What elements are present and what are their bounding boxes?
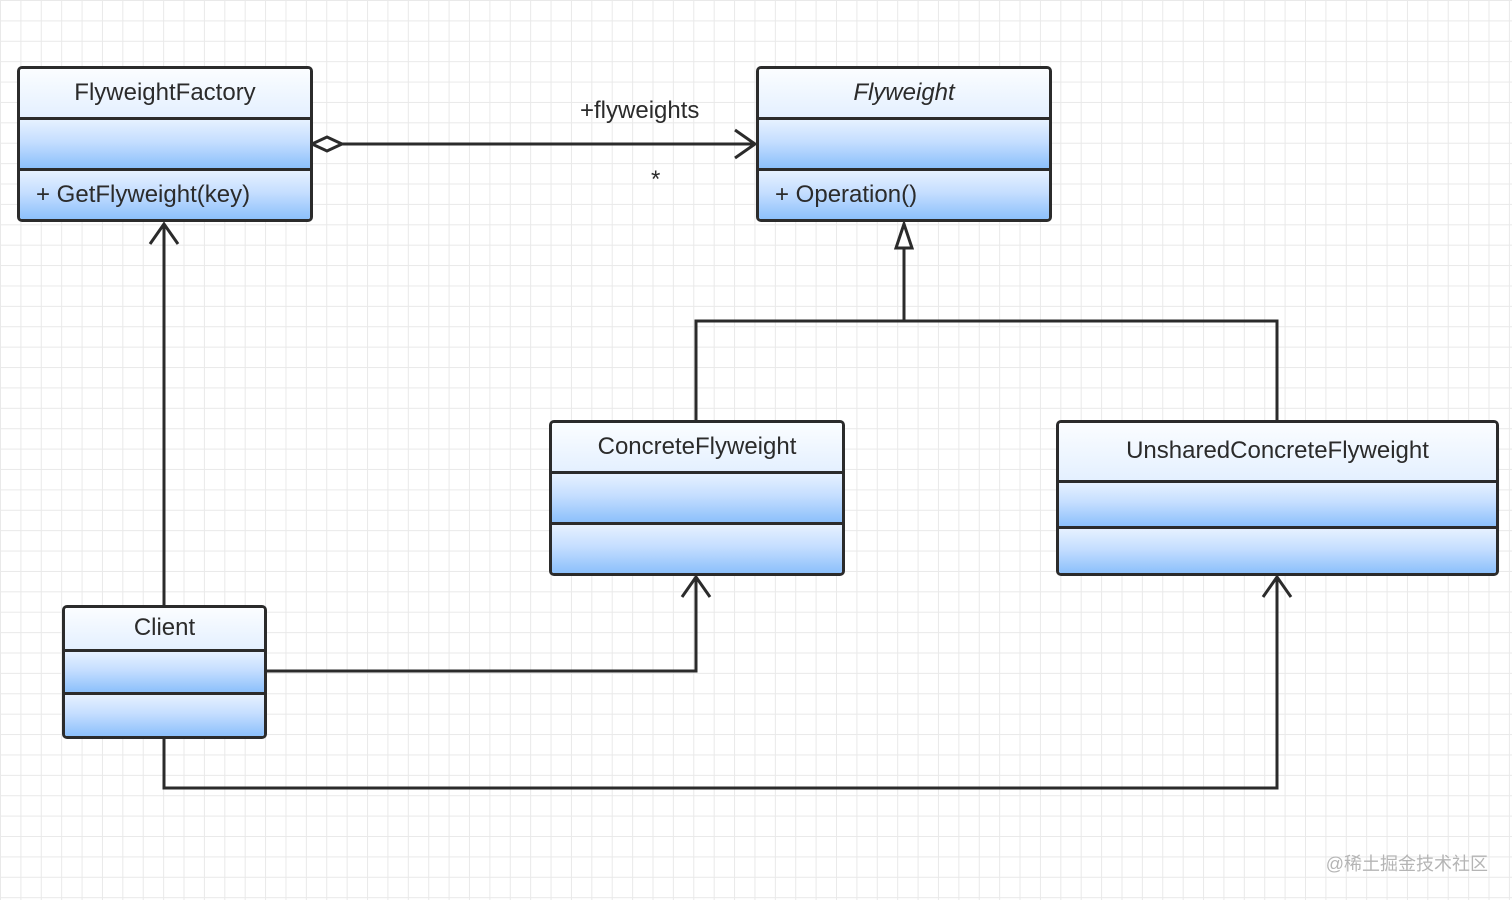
- association-multiplicity-label: *: [651, 166, 661, 193]
- attributes-section: [65, 648, 264, 693]
- class-concrete-flyweight[interactable]: ConcreteFlyweight: [549, 420, 845, 576]
- operations-section: [65, 692, 264, 736]
- aggregation-diamond: [308, 135, 346, 153]
- class-name: Client: [133, 614, 196, 642]
- client-unshared-line: [162, 577, 1279, 790]
- generalization-line: [694, 319, 1279, 420]
- class-name: Flyweight: [853, 79, 955, 106]
- client-concrete-arrowhead: [680, 574, 712, 598]
- class-name-section: ConcreteFlyweight: [552, 423, 842, 471]
- attributes-section: [552, 471, 842, 522]
- association-role-label: +flyweights: [580, 97, 700, 124]
- operations-section: [1059, 526, 1496, 573]
- class-flyweight-factory[interactable]: FlyweightFactory + GetFlyweight(key): [17, 66, 313, 222]
- class-name-section: Flyweight: [759, 69, 1049, 117]
- client-concrete-line: [266, 577, 698, 673]
- generalization-triangle: [893, 219, 915, 250]
- class-name-section: Client: [65, 608, 264, 649]
- aggregation-arrowhead: [734, 128, 758, 160]
- class-name-section: UnsharedConcreteFlyweight: [1059, 423, 1496, 480]
- class-name: UnsharedConcreteFlyweight: [1126, 437, 1429, 465]
- operation-operation: + Operation(): [775, 181, 918, 208]
- client-factory-arrowhead: [148, 221, 180, 245]
- class-unshared-concrete-flyweight[interactable]: UnsharedConcreteFlyweight: [1056, 420, 1499, 576]
- operations-section: + Operation(): [759, 168, 1049, 219]
- class-name: ConcreteFlyweight: [597, 433, 797, 460]
- attributes-section: [20, 117, 310, 168]
- class-name: FlyweightFactory: [74, 79, 256, 106]
- attributes-section: [1059, 479, 1496, 527]
- class-client[interactable]: Client: [62, 605, 267, 739]
- operations-section: [552, 522, 842, 573]
- class-name-section: FlyweightFactory: [20, 69, 310, 117]
- operation-get-flyweight: + GetFlyweight(key): [36, 181, 251, 208]
- attributes-section: [759, 117, 1049, 168]
- watermark: @稀土掘金技术社区: [1325, 854, 1488, 874]
- client-unshared-arrowhead: [1261, 574, 1293, 598]
- class-flyweight[interactable]: Flyweight + Operation(): [756, 66, 1052, 222]
- operations-section: + GetFlyweight(key): [20, 168, 310, 219]
